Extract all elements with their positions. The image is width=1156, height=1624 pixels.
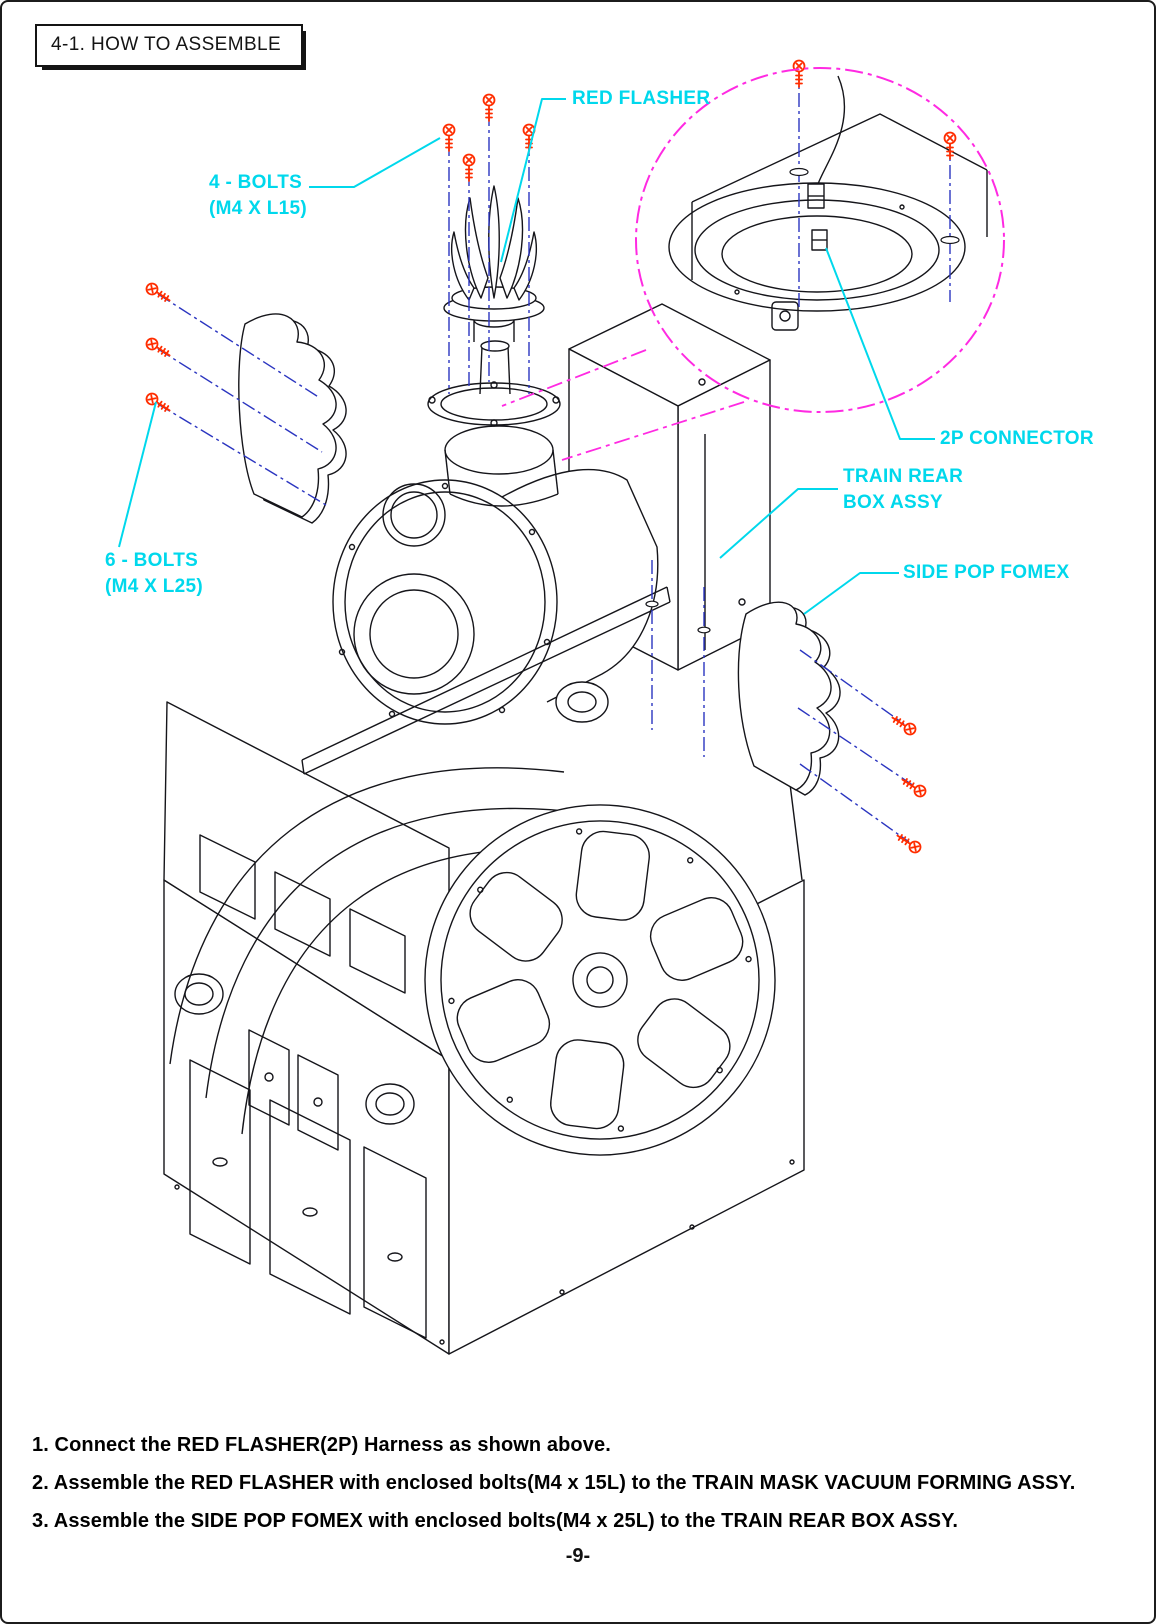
callout-bolts-6: 6 - BOLTS (M4 X L25) [105,548,203,600]
callout-bolts-4-line2: (M4 X L15) [209,198,308,219]
page-title: 4-1. HOW TO ASSEMBLE [35,24,304,67]
callout-leader-lines [118,98,935,615]
bolt-icon [943,131,957,160]
instruction-list: 1. Connect the RED FLASHER(2P) Harness a… [32,1434,1128,1548]
callout-bolts-6-line2: (M4 X L25) [105,576,204,597]
callout-bolts-4: 4 - BOLTS (M4 X L15) [209,170,307,222]
red-flasher-drawing [443,185,545,395]
page-title-text: 4-1. HOW TO ASSEMBLE [51,34,282,55]
detail-circle-outline [635,67,1005,413]
detail-view [501,59,1005,461]
bolt-icon [893,830,924,856]
axis-washers [645,600,711,634]
callout-train-rear-line1: TRAIN REAR [843,466,964,487]
instruction-line-1: 1. Connect the RED FLASHER(2P) Harness a… [32,1434,611,1456]
wheel-drawing [424,804,776,1156]
assembly-axis-lines [157,112,915,843]
callout-bolts-6-line1: 6 - BOLTS [105,550,199,571]
callout-2p-connector: 2P CONNECTOR [940,428,1094,449]
bolt-icon [482,93,496,122]
callout-train-rear-line2: BOX ASSY [843,492,943,513]
bolt-icon [888,712,919,738]
flame-petal [464,197,489,299]
flame-petal [488,185,500,299]
side-pop-panel-right [737,601,841,796]
bolt-icon [143,390,174,416]
bolt-icon [442,123,456,152]
dome-drawing [427,381,561,507]
bolt-icon [462,153,476,182]
bolt-icon [143,335,174,361]
bolt-icon [143,280,174,306]
bolt-icon [792,59,806,88]
machine-drawing [163,185,841,1355]
callout-side-pop-fomex: SIDE POP FOMEX [903,562,1070,583]
detail-bracket [771,301,799,331]
flame-petal [513,231,537,301]
detail-link-lines [501,349,745,461]
side-pop-panel-left [238,313,347,524]
boiler-drawing [301,468,671,775]
instruction-line-2: 2. Assemble the RED FLASHER with enclose… [32,1472,1076,1494]
instruction-line-3: 3. Assemble the SIDE POP FOMEX with encl… [32,1510,959,1532]
callout-red-flasher: RED FLASHER [572,88,711,109]
page-number: -9- [565,1545,591,1567]
callout-train-rear-box: TRAIN REAR BOX ASSY [843,464,963,516]
callout-bolts-4-line1: 4 - BOLTS [209,172,303,193]
